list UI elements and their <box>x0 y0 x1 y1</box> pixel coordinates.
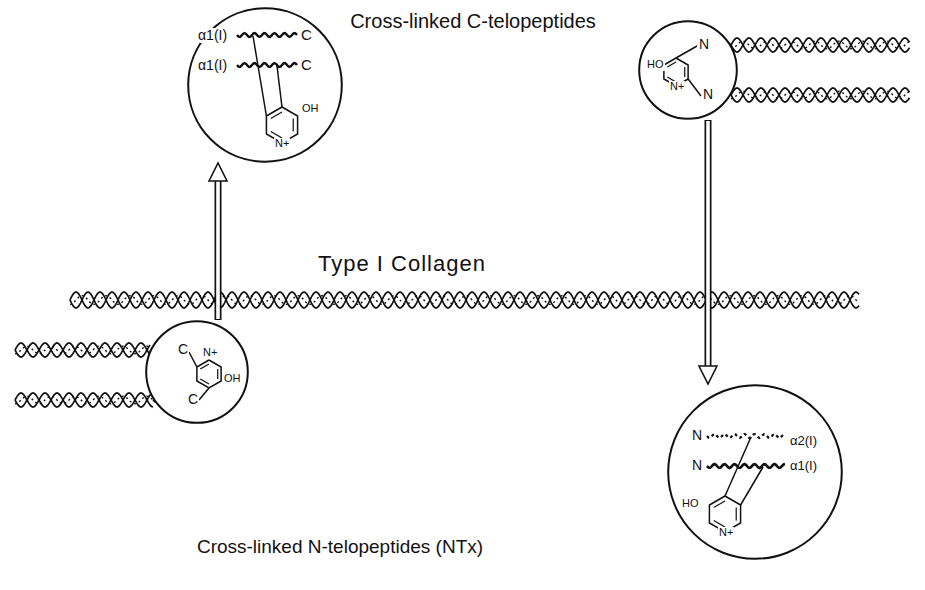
chain-label: N <box>691 458 703 473</box>
ring-double-bond <box>714 520 725 526</box>
chain-label: C <box>187 392 199 407</box>
collagen-strand <box>237 33 297 37</box>
figure-title: Type I Collagen <box>318 252 486 276</box>
collagen-fibrils <box>15 38 910 407</box>
ring-double-bond <box>217 369 218 379</box>
chain-label: N+ <box>202 347 218 359</box>
arrow-shaft-fill <box>216 180 220 319</box>
chain-label: C <box>300 57 313 73</box>
cross-link-bond <box>253 36 266 116</box>
helix-strand <box>731 88 910 102</box>
hollow-arrow <box>708 120 709 384</box>
chain-label: C <box>300 27 313 43</box>
pyridinium-ring <box>197 360 221 388</box>
magnifier-circle <box>639 21 737 119</box>
telopeptide-circle: C N+ C OH <box>145 320 249 424</box>
magnifier-circle <box>668 385 842 559</box>
arrow-shaft-fill <box>706 121 710 367</box>
cross-link-bond <box>725 437 751 496</box>
helix-strand <box>15 393 153 407</box>
helix-strand <box>731 91 910 99</box>
magnifier-circle <box>188 8 342 162</box>
helix-strand <box>15 343 150 357</box>
arrow-head <box>708 364 709 384</box>
cross-link-bond <box>676 46 697 58</box>
chain-label: N+ <box>274 138 290 150</box>
helix-strand <box>731 88 910 102</box>
ring-double-bond <box>667 62 676 67</box>
chain-label: N <box>702 87 714 102</box>
cross-link-detail <box>237 33 298 143</box>
helix-strand <box>15 346 150 354</box>
chain-label: HO <box>681 498 700 510</box>
collagen-strand <box>237 63 297 67</box>
helix-strand <box>15 343 150 357</box>
arrow-shaft-outline <box>705 120 712 366</box>
helix-strand <box>731 38 910 52</box>
chain-label: OH <box>301 103 320 115</box>
collagen-strand <box>707 464 785 468</box>
ring-double-bond <box>714 501 725 507</box>
chain-label: N+ <box>669 81 685 93</box>
chain-label: N <box>698 37 710 52</box>
helix-strand <box>15 396 153 404</box>
chain-label: α1(I) <box>197 28 228 43</box>
collagen-strand <box>707 434 785 438</box>
cross-link-bond <box>189 352 197 367</box>
ring-double-bond <box>271 131 282 137</box>
arrow-shaft-outline <box>215 181 222 320</box>
ring-double-bond <box>200 379 209 384</box>
ring-double-bond <box>271 112 282 118</box>
chain-label: α1(I) <box>197 58 228 73</box>
panel-heading: Cross-linked N-telopeptides (NTx) <box>189 536 491 558</box>
arrow-head <box>218 163 219 183</box>
hollow-arrow <box>218 163 219 320</box>
magnifier-circle <box>146 321 248 423</box>
chain-label: α2(I) <box>789 434 818 448</box>
cross-link-bond <box>741 467 763 505</box>
ring-double-bond <box>736 508 737 521</box>
chain-label: N <box>691 428 703 443</box>
helix-strand <box>731 41 910 49</box>
cross-link-bond <box>688 79 701 96</box>
telopeptide-circle: Cross-linked N-telopeptides (NTx)Nα2(I)N… <box>667 384 843 560</box>
cross-link-detail <box>664 46 701 96</box>
helix-strand <box>70 292 859 308</box>
chain-label: N+ <box>718 527 734 539</box>
cross-link-bond <box>199 388 209 400</box>
chain-label: OH <box>223 373 242 385</box>
cross-link-detail <box>707 434 785 532</box>
ring-double-bond <box>684 67 685 77</box>
helix-strand <box>70 296 859 305</box>
chain-label: HO <box>646 59 665 71</box>
chain-label: α1(I) <box>789 459 818 473</box>
helix-strand <box>70 292 859 308</box>
chain-label: C <box>177 342 189 357</box>
telopeptide-circle: Cross-linked C-telopeptidesα1(I)Cα1(I)CO… <box>187 7 343 163</box>
ring-double-bond <box>293 119 294 132</box>
ring-double-bond <box>200 364 209 369</box>
helix-strand <box>731 38 910 52</box>
cross-link-bond <box>277 66 282 107</box>
telopeptide-circle: N HO N N+ <box>638 20 738 120</box>
panel-heading: Cross-linked C-telopeptides <box>327 10 619 33</box>
circle-outline <box>145 320 249 424</box>
helix-strand <box>15 393 153 407</box>
